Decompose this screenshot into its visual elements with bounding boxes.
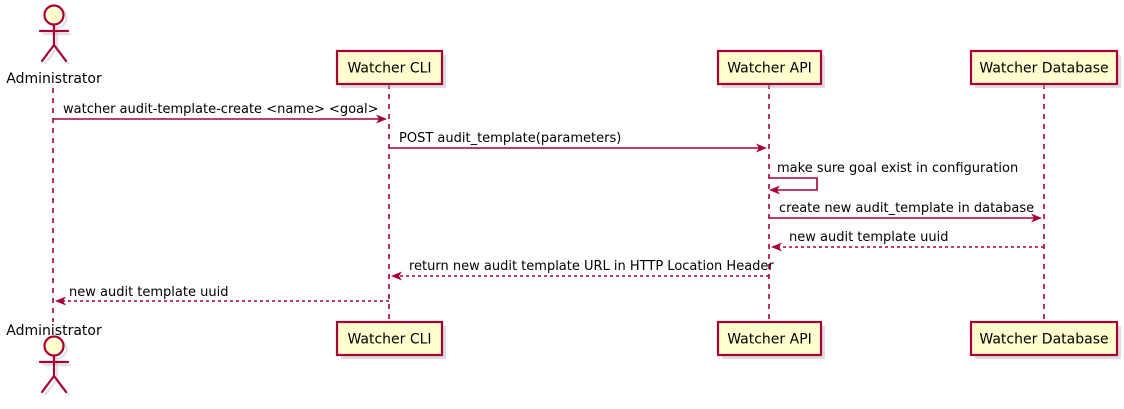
message-4-label: new audit template uuid: [789, 230, 948, 245]
message-2-make-sure-goal-exist[interactable]: make sure goal exist in configuration: [769, 161, 1018, 195]
message-0-watcher-audit-template-create[interactable]: watcher audit-template-create <name> <go…: [53, 102, 387, 124]
message-0-arrowhead: [376, 114, 387, 124]
participant-label-watcher-database-top: Watcher Database: [979, 61, 1108, 77]
participant-box-watcher-cli-top[interactable]: Watcher CLI: [335, 49, 446, 88]
message-6-arrowhead: [55, 296, 66, 306]
actor-left-leg-line: [40, 43, 56, 63]
actor-administrator-top[interactable]: Administrator: [6, 4, 102, 88]
box-rect: [716, 320, 823, 357]
message-2-label: make sure goal exist in configuration: [777, 161, 1018, 176]
actor-left-leg-line: [40, 374, 56, 394]
box-rect: [969, 49, 1119, 86]
message-1-post-audit-template[interactable]: POST audit_template(parameters): [389, 131, 767, 153]
box-rect: [335, 320, 444, 357]
message-5-label: return new audit template URL in HTTP Lo…: [409, 259, 774, 274]
message-4-new-audit-template-uuid[interactable]: new audit template uuid: [771, 230, 1044, 252]
actor-head-icon: [43, 4, 65, 26]
participant-label-watcher-api-bottom: Watcher API: [727, 332, 812, 348]
message-1-arrowhead: [756, 143, 767, 153]
box-rect: [716, 49, 823, 86]
participant-box-watcher-cli-bottom[interactable]: Watcher CLI: [335, 320, 446, 359]
participant-box-watcher-database-bottom[interactable]: Watcher Database: [969, 320, 1121, 359]
message-6-label: new audit template uuid: [69, 285, 228, 300]
participant-label-watcher-cli-top: Watcher CLI: [347, 61, 431, 77]
participant-box-watcher-api-top[interactable]: Watcher API: [716, 49, 825, 88]
box-rect: [969, 320, 1119, 357]
message-4-arrowhead: [771, 242, 782, 252]
box-rect: [335, 49, 444, 86]
message-0-label: watcher audit-template-create <name> <go…: [63, 102, 379, 117]
message-5-return-audit-template-url[interactable]: return new audit template URL in HTTP Lo…: [391, 259, 774, 281]
participant-label-watcher-database-bottom: Watcher Database: [979, 332, 1108, 348]
message-3-create-new-audit-template[interactable]: create new audit_template in database: [769, 201, 1042, 223]
message-6-new-audit-template-uuid[interactable]: new audit template uuid: [55, 285, 389, 306]
actor-head-icon: [43, 335, 65, 357]
actor-label-administrator-bottom: Administrator: [6, 323, 102, 339]
message-3-arrowhead: [1031, 213, 1042, 223]
actor-right-leg-line: [52, 374, 68, 394]
participant-label-watcher-api-top: Watcher API: [727, 61, 812, 77]
lifelines: [52, 84, 1045, 322]
message-5-arrowhead: [391, 271, 402, 281]
participant-box-watcher-api-bottom[interactable]: Watcher API: [716, 320, 825, 359]
message-1-label: POST audit_template(parameters): [399, 131, 621, 146]
message-2-self-loop-path: [769, 177, 818, 191]
participant-box-watcher-database-top[interactable]: Watcher Database: [969, 49, 1121, 88]
actor-label-administrator-top: Administrator: [6, 71, 102, 87]
message-3-label: create new audit_template in database: [779, 201, 1034, 216]
actor-right-leg-line: [52, 43, 68, 63]
participant-label-watcher-cli-bottom: Watcher CLI: [347, 332, 431, 348]
actor-administrator-bottom[interactable]: Administrator: [6, 323, 102, 396]
message-2-arrowhead: [769, 185, 780, 195]
